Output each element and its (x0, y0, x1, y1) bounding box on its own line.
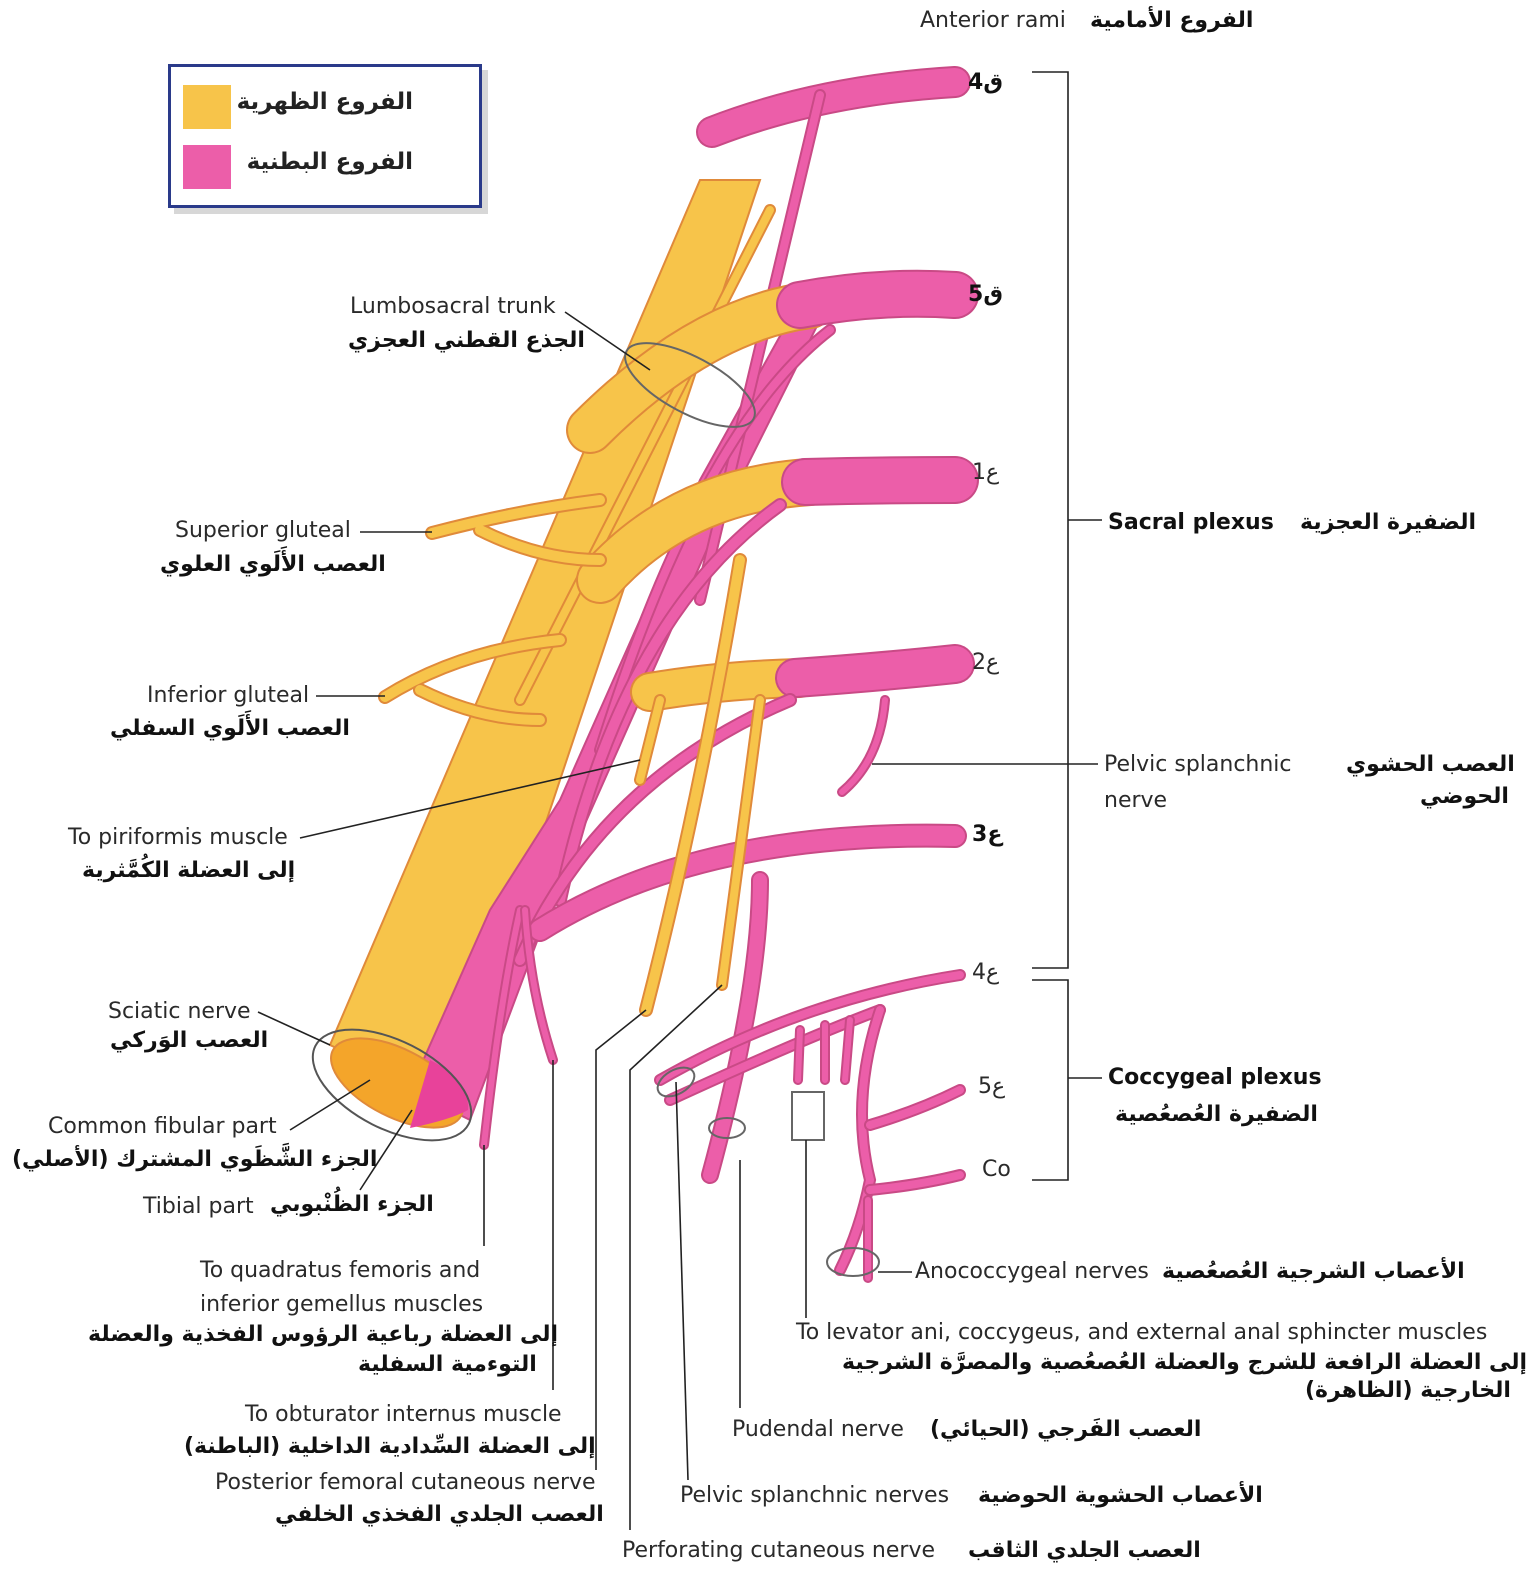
tibial-ar: الجزء الظُنْبوبي (270, 1190, 434, 1220)
post-femoral-ar: العصب الجلدي الفخذي الخلفي (275, 1500, 604, 1530)
legend-label-dorsal: الفروع الظهرية (237, 89, 413, 115)
pudendal-en: Pudendal nerve (732, 1415, 904, 1445)
quadratus-ar-1: إلى العضلة رباعية الرؤوس الفخذية والعضلة (88, 1320, 558, 1350)
root-label-S3: ع3 (972, 820, 1002, 850)
sup-gluteal-ar: العصب الأَلَوي العلوي (160, 550, 386, 580)
coccygeal-plexus-bracket (1032, 980, 1102, 1180)
obturator-en: To obturator internus muscle (245, 1400, 562, 1430)
tibial-en: Tibial part (143, 1192, 254, 1222)
sciatic-en: Sciatic nerve (108, 997, 251, 1027)
pelvic-splanchnics-ar: الأعصاب الحشوية الحوضية (978, 1481, 1263, 1511)
legend-swatch-dorsal (183, 85, 231, 129)
sacral-plexus-bracket (1032, 72, 1102, 968)
levator-ar-1: إلى العضلة الرافعة للشرج والعضلة العُصعُ… (842, 1348, 1527, 1378)
piriformis-ar: إلى العضلة الكُمَّثرية (82, 856, 295, 886)
pelvic-splanchnic-en-1: Pelvic splanchnic (1104, 750, 1292, 780)
fibular-ar: الجزء الشَّظَوي المشترك (الأصلي) (12, 1145, 377, 1175)
pelvic-splanchnic-en-2: nerve (1104, 786, 1167, 816)
legend-swatch-ventral (183, 145, 231, 189)
sacral-plexus-en: Sacral plexus (1108, 508, 1274, 538)
root-S3 (540, 836, 955, 1175)
pelvic-splanchnic-ar-2: الحوضي (1420, 782, 1509, 812)
root-label-Co: Co (982, 1155, 1011, 1185)
root-label-S5: ع5 (978, 1072, 1005, 1102)
pelvic-splanchnics-en: Pelvic splanchnic nerves (680, 1481, 949, 1511)
anococcygeal-ar: الأعصاب الشرجية العُصعُصية (1162, 1257, 1465, 1287)
coccygeal-plexus-nerves (660, 975, 960, 1278)
coccygeal-plexus-en: Coccygeal plexus (1108, 1063, 1322, 1093)
root-label-L5: ق5 (968, 280, 1003, 310)
levator-ar-2: الخارجية (الظاهرة) (1305, 1376, 1511, 1406)
inf-gluteal-en: Inferior gluteal (147, 681, 309, 711)
sacral-plexus-ar: الضفيرة العجزية (1300, 508, 1476, 538)
root-label-S2: ع2 (972, 648, 999, 678)
obturator-ar: إلى العضلة السِّدادية الداخلية (الباطنة) (184, 1432, 596, 1462)
quadratus-en-1: To quadratus femoris and (200, 1256, 480, 1286)
lumbosacral-en: Lumbosacral trunk (350, 292, 556, 322)
lumbosacral-ar: الجذع القطني العجزي (348, 326, 585, 356)
quadratus-en-2: inferior gemellus muscles (200, 1290, 483, 1320)
anterior-rami-en: Anterior rami (920, 6, 1066, 36)
legend-label-ventral: الفروع البطنية (247, 149, 413, 175)
sup-gluteal-en: Superior gluteal (175, 516, 351, 546)
anterior-rami-ar: الفروع الأمامية (1090, 6, 1253, 36)
levator-en: To levator ani, coccygeus, and external … (796, 1318, 1487, 1348)
pudendal-ar: العصب الفَرجي (الحيائي) (930, 1415, 1201, 1445)
piriformis-en: To piriformis muscle (68, 823, 288, 853)
piriformis-branch (640, 700, 660, 780)
perforating-en: Perforating cutaneous nerve (622, 1536, 935, 1566)
sciatic-ar: العصب الوَركي (110, 1026, 268, 1056)
fibular-en: Common fibular part (48, 1112, 277, 1142)
pelvic-splanchnic-ar-1: العصب الحشوي (1346, 750, 1515, 780)
coccygeal-plexus-ar: الضفيرة العُصعُصية (1115, 1100, 1318, 1130)
root-label-L4: ق4 (968, 68, 1003, 98)
legend: الفروع الظهرية الفروع البطنية (168, 64, 482, 208)
anococcygeal-en: Anococcygeal nerves (915, 1257, 1149, 1287)
root-label-S4: ع4 (972, 958, 999, 988)
inf-gluteal-ar: العصب الأَلَوي السفلي (110, 714, 350, 744)
levator-box (792, 1092, 824, 1140)
root-label-S1: ع1 (972, 458, 999, 488)
quadratus-ar-2: التوءمية السفلية (358, 1350, 537, 1380)
post-femoral-en: Posterior femoral cutaneous nerve (215, 1468, 596, 1498)
perforating-ar: العصب الجلدي الثاقب (968, 1536, 1201, 1566)
